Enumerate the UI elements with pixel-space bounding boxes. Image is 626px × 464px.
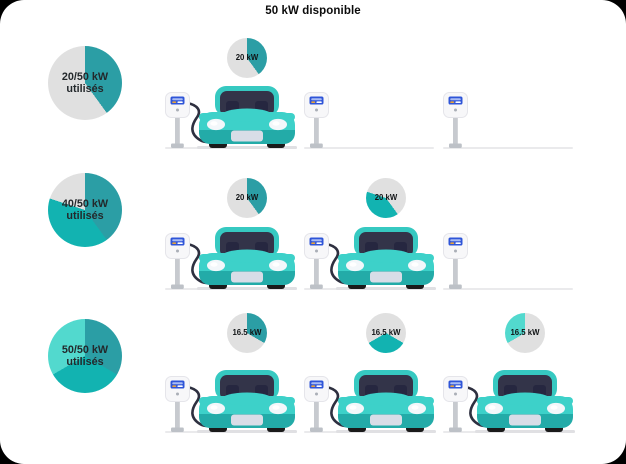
- charging-station: [165, 376, 191, 434]
- charging-station: [304, 233, 330, 291]
- summary-pie-row3-label: 50/50 kW utilisés: [61, 343, 109, 369]
- power-pie-label: 16.5 kW: [371, 328, 401, 338]
- power-pie-label: 16.5 kW: [232, 328, 262, 338]
- car-shadow: [336, 287, 436, 290]
- car-shadow: [336, 430, 436, 433]
- power-pie-label: 20 kW: [374, 193, 398, 203]
- ground-line: [304, 147, 434, 149]
- summary-pie-row1-label: 20/50 kW utilisés: [61, 70, 109, 96]
- power-pie-label: 20 kW: [235, 53, 259, 63]
- power-pie: 20 kW: [227, 38, 267, 78]
- power-pie-label: 16.5 kW: [510, 328, 540, 338]
- charging-station: [165, 233, 191, 291]
- ev-car: [338, 370, 434, 432]
- charging-station: [165, 92, 191, 150]
- summary-pie-row2-label: 40/50 kW utilisés: [61, 197, 109, 223]
- power-pie: 16.5 kW: [366, 313, 406, 353]
- charging-station-empty: [304, 92, 330, 150]
- charging-station-empty: [443, 233, 469, 291]
- power-pie-label: 20 kW: [235, 193, 259, 203]
- power-pie: 20 kW: [366, 178, 406, 218]
- car-shadow: [475, 430, 575, 433]
- ground-line: [443, 147, 573, 149]
- charging-station: [304, 376, 330, 434]
- car-shadow: [197, 430, 297, 433]
- power-pie: 16.5 kW: [227, 313, 267, 353]
- power-pie: 20 kW: [227, 178, 267, 218]
- ev-car: [338, 227, 434, 289]
- car-shadow: [197, 287, 297, 290]
- car-shadow: [197, 146, 297, 149]
- ev-car: [199, 370, 295, 432]
- ev-car: [199, 86, 295, 148]
- summary-pie-row2: 40/50 kW utilisés: [48, 173, 122, 247]
- ev-car: [477, 370, 573, 432]
- charging-station-empty: [443, 92, 469, 150]
- summary-pie-row3: 50/50 kW utilisés: [48, 319, 122, 393]
- charging-station: [443, 376, 469, 434]
- ev-car: [199, 227, 295, 289]
- power-pie: 16.5 kW: [505, 313, 545, 353]
- summary-pie-row1: 20/50 kW utilisés: [48, 46, 122, 120]
- ground-line: [443, 288, 573, 290]
- page-title: 50 kW disponible: [265, 5, 361, 17]
